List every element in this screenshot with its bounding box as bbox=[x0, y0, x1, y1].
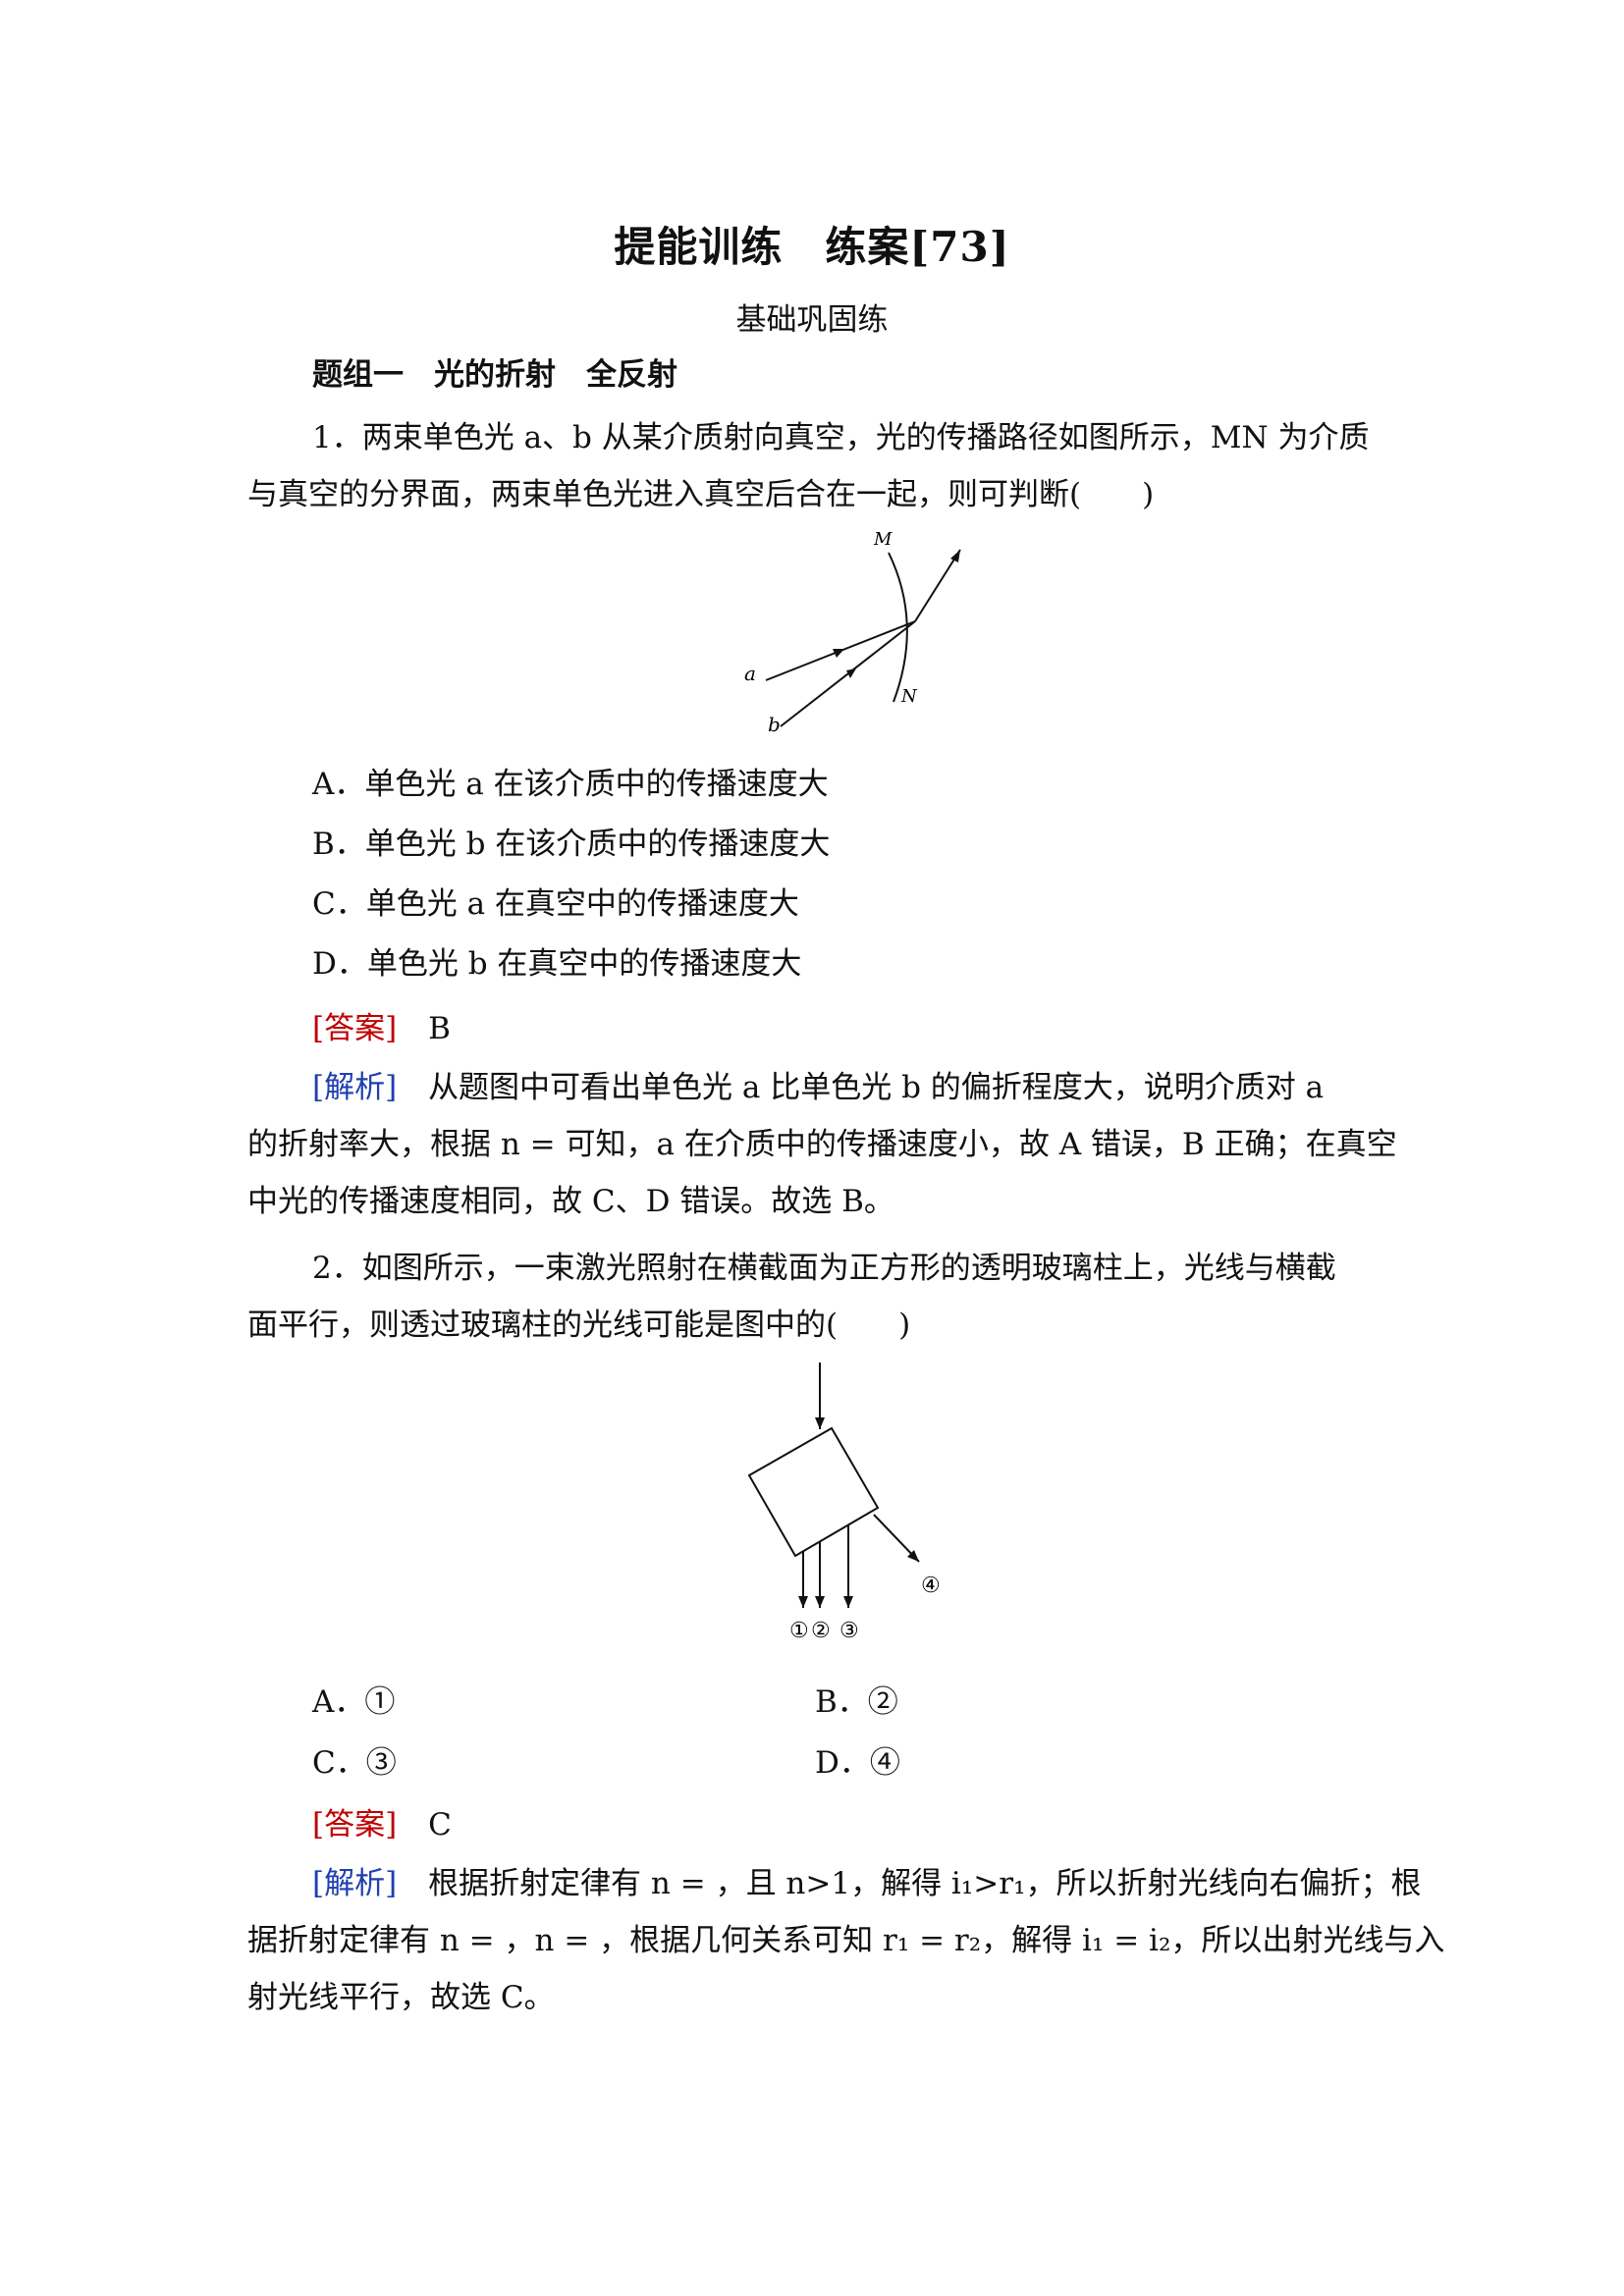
q1-option-b: B．单色光 b 在该介质中的传播速度大 bbox=[312, 827, 831, 862]
label-b: b bbox=[768, 713, 781, 736]
ray-a-arrow bbox=[833, 649, 844, 658]
q2-option-d: D．④ bbox=[815, 1745, 900, 1781]
q1-option-a: A．单色光 a 在该介质中的传播速度大 bbox=[312, 767, 829, 802]
ray-4-arrow bbox=[907, 1550, 919, 1562]
ray-3-arrow bbox=[843, 1596, 853, 1608]
q2-analysis-line2: 据折射定律有 n = ，n = ，根据几何关系可知 r₁ = r₂，解得 i₁ … bbox=[247, 1923, 1445, 1958]
q2-answer: C bbox=[428, 1807, 452, 1842]
ray-b bbox=[780, 620, 916, 727]
q2-answer-tag: [答案] bbox=[312, 1807, 398, 1842]
label-ray-4: ④ bbox=[921, 1574, 941, 1598]
q2-figure: ① ② ③ ④ bbox=[727, 1362, 962, 1651]
refracted-ray-arrow bbox=[950, 550, 960, 562]
q1-answer: B bbox=[428, 1011, 451, 1046]
ray-1-arrow bbox=[798, 1596, 808, 1608]
q2-analysis-line3: 射光线平行，故选 C。 bbox=[247, 1980, 555, 2015]
q1-stem-line1: 1．两束单色光 a、b 从某介质射向真空，光的传播路径如图所示，MN 为介质 bbox=[312, 420, 1370, 455]
label-n: N bbox=[900, 686, 918, 707]
q2-analysis-text1: 根据折射定律有 n = ，且 n>1，解得 i₁>r₁，所以折射光线向右偏折；根 bbox=[428, 1866, 1422, 1901]
q1-analysis-line1: [解析] 从题图中可看出单色光 a 比单色光 b 的偏折程度大，说明介质对 a bbox=[312, 1062, 1324, 1106]
q1-analysis-tag: [解析] bbox=[312, 1070, 398, 1105]
label-ray-2: ② bbox=[811, 1619, 831, 1643]
refracted-ray bbox=[914, 549, 961, 622]
q1-analysis-line2: 的折射率大，根据 n = 可知，a 在介质中的传播速度小，故 A 错误，B 正确… bbox=[247, 1127, 1397, 1162]
q2-analysis-line1: [解析] 根据折射定律有 n = ，且 n>1，解得 i₁>r₁，所以折射光线向… bbox=[312, 1858, 1422, 1902]
label-m: M bbox=[873, 529, 893, 550]
q2-prism-diagram: ① ② ③ ④ bbox=[747, 1362, 941, 1643]
label-ray-3: ③ bbox=[839, 1619, 859, 1643]
q2-answer-line: [答案] C bbox=[312, 1799, 452, 1843]
q1-option-d: D．单色光 b 在真空中的传播速度大 bbox=[312, 946, 802, 982]
q1-option-c: C．单色光 a 在真空中的传播速度大 bbox=[312, 886, 799, 922]
ray-b-arrow bbox=[846, 668, 856, 678]
q1-stem-line2: 与真空的分界面，两束单色光进入真空后合在一起，则可判断( ) bbox=[247, 477, 1155, 512]
q2-stem-line1: 2．如图所示，一束激光照射在横截面为正方形的透明玻璃柱上，光线与横截 bbox=[312, 1251, 1336, 1286]
q1-analysis-text1: 从题图中可看出单色光 a 比单色光 b 的偏折程度大，说明介质对 a bbox=[428, 1070, 1325, 1105]
q1-analysis-line3: 中光的传播速度相同，故 C、D 错误。故选 B。 bbox=[247, 1184, 894, 1219]
section-heading: 题组一 光的折射 全反射 bbox=[312, 357, 677, 393]
q1-answer-tag: [答案] bbox=[312, 1011, 398, 1046]
incident-ray-arrow bbox=[815, 1417, 825, 1429]
label-ray-1: ① bbox=[789, 1619, 809, 1643]
page-subtitle: 基础巩固练 bbox=[735, 302, 889, 338]
ray-2-arrow bbox=[815, 1596, 825, 1608]
page-title: 提能训练 练案[73] bbox=[614, 223, 1010, 271]
q1-refraction-diagram: M N a b bbox=[744, 529, 961, 736]
glass-square bbox=[747, 1426, 880, 1558]
q2-option-a: A．① bbox=[312, 1684, 396, 1720]
q2-analysis-tag: [解析] bbox=[312, 1866, 398, 1901]
q1-figure: M N a b bbox=[727, 525, 982, 740]
q2-option-b: B．② bbox=[815, 1684, 898, 1720]
q2-option-c: C．③ bbox=[312, 1745, 397, 1781]
q1-answer-line: [答案] B bbox=[312, 1003, 451, 1047]
label-a: a bbox=[744, 662, 756, 685]
q2-stem-line2: 面平行，则透过玻璃柱的光线可能是图中的( ) bbox=[247, 1308, 911, 1343]
